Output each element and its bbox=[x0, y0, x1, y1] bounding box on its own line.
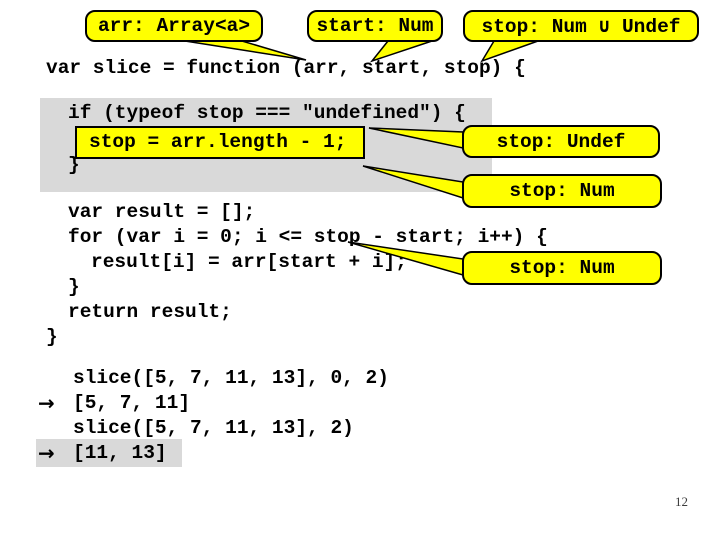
callout-stop-num-1: stop: Num bbox=[462, 174, 662, 208]
callout-tail-stop-union bbox=[480, 40, 539, 63]
callout-tail-arr bbox=[184, 40, 307, 61]
callout-stop-union-type: stop: Num ∪ Undef bbox=[463, 10, 699, 42]
callout-arr-type: arr: Array<a> bbox=[85, 10, 263, 42]
callout-stop-num-2: stop: Num bbox=[462, 251, 662, 285]
example-call-1: slice([5, 7, 11, 13], 0, 2) bbox=[73, 367, 389, 389]
code-var-result: var result = []; bbox=[68, 201, 256, 223]
code-for-close: } bbox=[68, 276, 80, 298]
callout-tail-stop-undef bbox=[368, 127, 464, 149]
callout-start-type: start: Num bbox=[307, 10, 443, 42]
code-return-line: return result; bbox=[68, 301, 232, 323]
code-function-close: } bbox=[46, 326, 58, 348]
callout-tail-stop-num-2 bbox=[347, 241, 464, 276]
page-number: 12 bbox=[675, 494, 688, 509]
highlighted-statement-box: stop = arr.length - 1; bbox=[75, 126, 365, 159]
result-arrow-icon-1: → bbox=[38, 391, 55, 415]
example-call-2: slice([5, 7, 11, 13], 2) bbox=[73, 417, 354, 439]
code-assign-line: stop = arr.length - 1; bbox=[89, 131, 347, 153]
code-if-line: if (typeof stop === "undefined") { bbox=[68, 102, 466, 124]
callout-stop-undef: stop: Undef bbox=[462, 125, 660, 158]
result-highlight-background bbox=[36, 439, 182, 467]
code-if-close: } bbox=[68, 154, 80, 176]
example-result-2: [11, 13] bbox=[73, 442, 167, 464]
callout-tail-start bbox=[369, 40, 433, 63]
example-result-1: [5, 7, 11] bbox=[73, 392, 191, 414]
result-arrow-icon-2: → bbox=[38, 441, 55, 465]
callout-tail-stop-num-1 bbox=[362, 165, 464, 200]
code-function-open: var slice = function (arr, start, stop) … bbox=[46, 57, 526, 79]
